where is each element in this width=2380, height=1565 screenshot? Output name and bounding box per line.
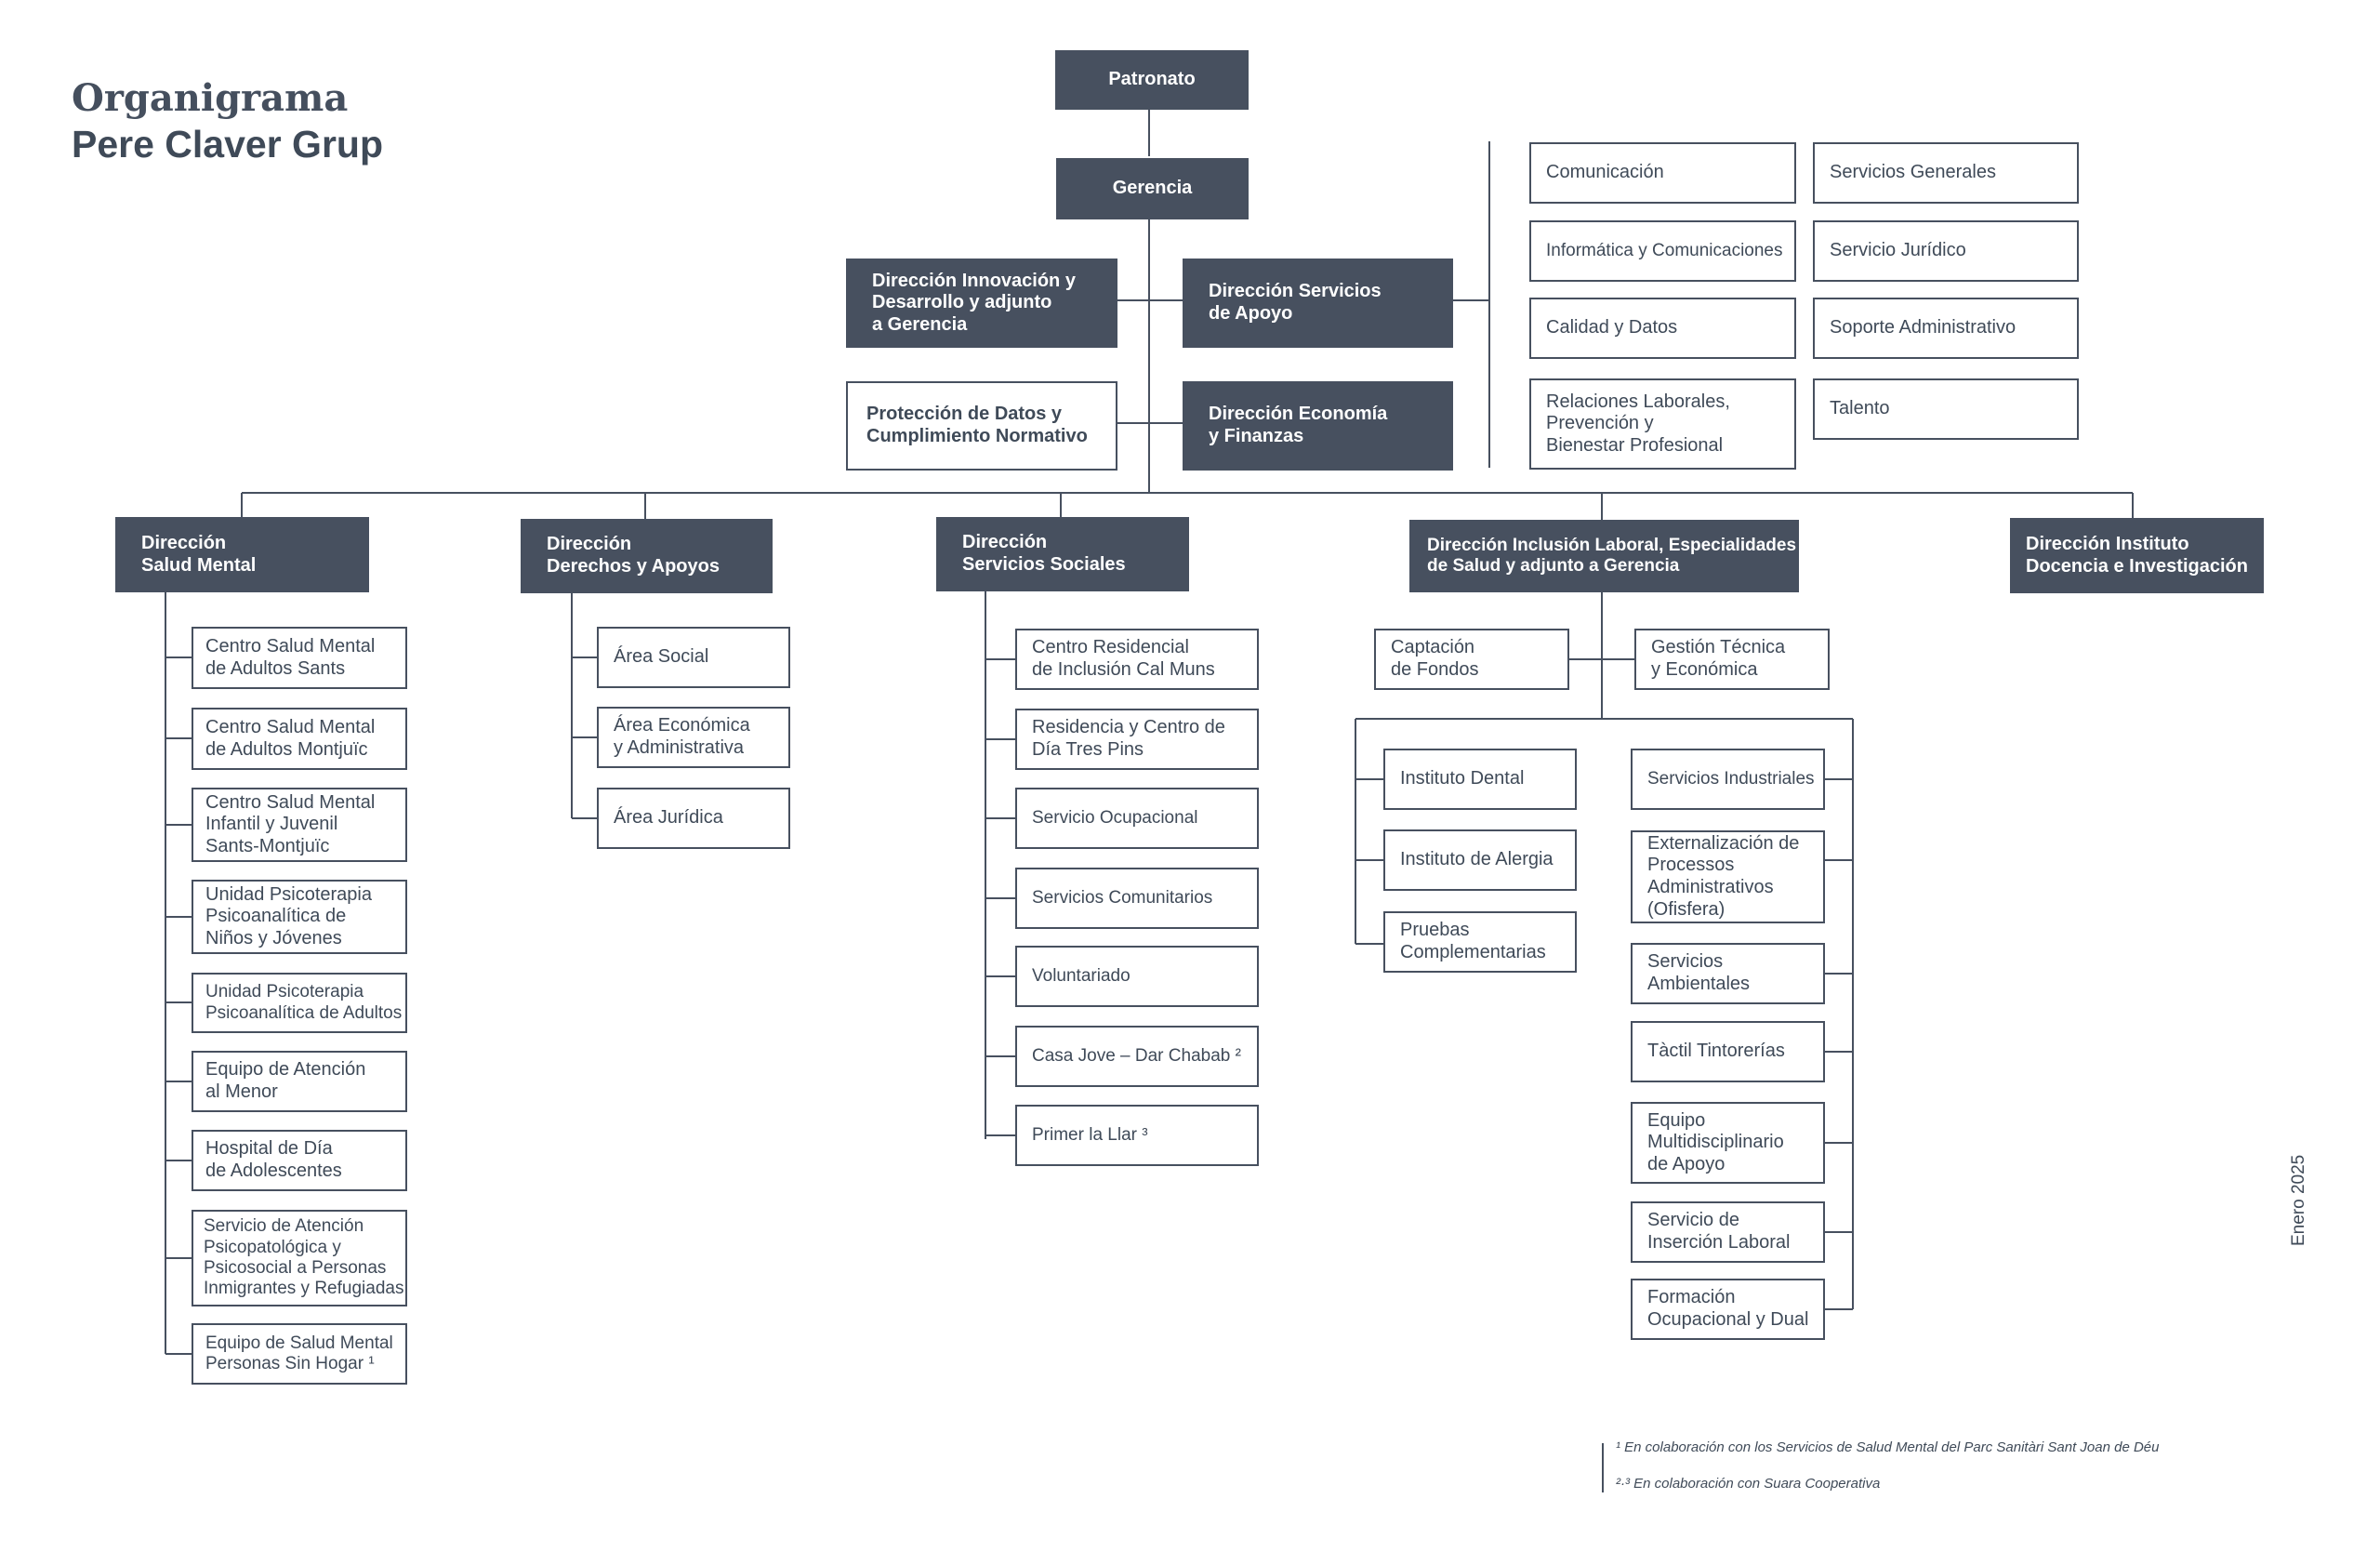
node-gerencia: Gerencia (1056, 158, 1249, 219)
unit-primer-la-llar: Primer la Llar ³ (1015, 1105, 1259, 1166)
unit-area-juridica: Área Jurídica (597, 788, 790, 849)
unit-instituto-alergia: Instituto de Alergia (1383, 829, 1577, 891)
unit-atencion-menor: Equipo de Atención al Menor (192, 1051, 407, 1112)
support-unit-informatica: Informática y Comunicaciones (1529, 220, 1796, 282)
unit-psicoterapia-ninos: Unidad Psicoterapia Psicoanalítica de Ni… (192, 880, 407, 954)
support-unit-servicios-generales: Servicios Generales (1813, 142, 2079, 204)
unit-servicios-comunitarios: Servicios Comunitarios (1015, 868, 1259, 929)
unit-area-social: Área Social (597, 627, 790, 688)
unit-csm-infantil-juvenil: Centro Salud Mental Infantil y Juvenil S… (192, 788, 407, 862)
directorate-docencia-investigacion: Dirección Instituto Docencia e Investiga… (2010, 518, 2264, 593)
support-unit-calidad: Calidad y Datos (1529, 298, 1796, 359)
unit-equipo-multidisciplinario: Equipo Multidisciplinario de Apoyo (1631, 1102, 1825, 1184)
unit-area-economica: Área Económica y Administrativa (597, 707, 790, 768)
directorate-salud-mental: Dirección Salud Mental (115, 517, 369, 592)
unit-salud-mental-sin-hogar: Equipo de Salud Mental Personas Sin Hoga… (192, 1323, 407, 1385)
unit-captacion-fondos: Captación de Fondos (1374, 629, 1569, 690)
unit-tres-pins: Residencia y Centro de Día Tres Pins (1015, 709, 1259, 770)
support-unit-comunicacion: Comunicación (1529, 142, 1796, 204)
date-label: Enero 2025 (2289, 1154, 2308, 1246)
unit-formacion-ocupacional: Formación Ocupacional y Dual (1631, 1279, 1825, 1340)
unit-cal-muns: Centro Residencial de Inclusión Cal Muns (1015, 629, 1259, 690)
unit-instituto-dental: Instituto Dental (1383, 749, 1577, 810)
node-direccion-economia: Dirección Economía y Finanzas (1183, 381, 1453, 471)
node-direccion-servicios-apoyo: Dirección Servicios de Apoyo (1183, 259, 1453, 348)
footnote-2: ²·³ En colaboración con Suara Cooperativ… (1616, 1476, 1881, 1492)
unit-insercion-laboral: Servicio de Inserción Laboral (1631, 1201, 1825, 1263)
unit-pruebas-complementarias: Pruebas Complementarias (1383, 911, 1577, 973)
unit-csm-adultos-montjuic: Centro Salud Mental de Adultos Montjuïc (192, 708, 407, 770)
unit-voluntariado: Voluntariado (1015, 946, 1259, 1007)
node-patronato: Patronato (1055, 50, 1249, 110)
unit-tactil-tintorerias: Tàctil Tintorerías (1631, 1021, 1825, 1082)
unit-atencion-inmigrantes: Servicio de Atención Psicopatológica y P… (192, 1210, 407, 1306)
footnote-1: ¹ En colaboración con los Servicios de S… (1616, 1439, 2160, 1455)
chart-subtitle: Pere Claver Grup (72, 123, 383, 166)
support-unit-servicio-juridico: Servicio Jurídico (1813, 220, 2079, 282)
unit-psicoterapia-adultos: Unidad Psicoterapia Psicoanalítica de Ad… (192, 973, 407, 1033)
unit-ofisfera: Externalización de Processos Administrat… (1631, 830, 1825, 923)
chart-title: Organigrama (72, 76, 349, 120)
unit-hospital-dia: Hospital de Día de Adolescentes (192, 1130, 407, 1191)
support-unit-relaciones-laborales: Relaciones Laborales, Prevención y Biene… (1529, 378, 1796, 470)
node-direccion-innovacion: Dirección Innovación y Desarrollo y adju… (846, 259, 1117, 348)
support-unit-talento: Talento (1813, 378, 2079, 440)
support-unit-soporte-administrativo: Soporte Administrativo (1813, 298, 2079, 359)
unit-csm-adultos-sants: Centro Salud Mental de Adultos Sants (192, 627, 407, 689)
unit-servicios-ambientales: Servicios Ambientales (1631, 943, 1825, 1004)
directorate-servicios-sociales: Dirección Servicios Sociales (936, 517, 1189, 591)
unit-casa-jove: Casa Jove – Dar Chabab ² (1015, 1026, 1259, 1087)
node-proteccion-datos: Protección de Datos y Cumplimiento Norma… (846, 381, 1117, 471)
unit-gestion-tecnica: Gestión Técnica y Económica (1634, 629, 1830, 690)
unit-servicios-industriales: Servicios Industriales (1631, 749, 1825, 810)
directorate-inclusion-laboral: Dirección Inclusión Laboral, Especialida… (1409, 520, 1799, 592)
directorate-derechos-apoyos: Dirección Derechos y Apoyos (521, 519, 773, 593)
unit-servicio-ocupacional: Servicio Ocupacional (1015, 788, 1259, 849)
